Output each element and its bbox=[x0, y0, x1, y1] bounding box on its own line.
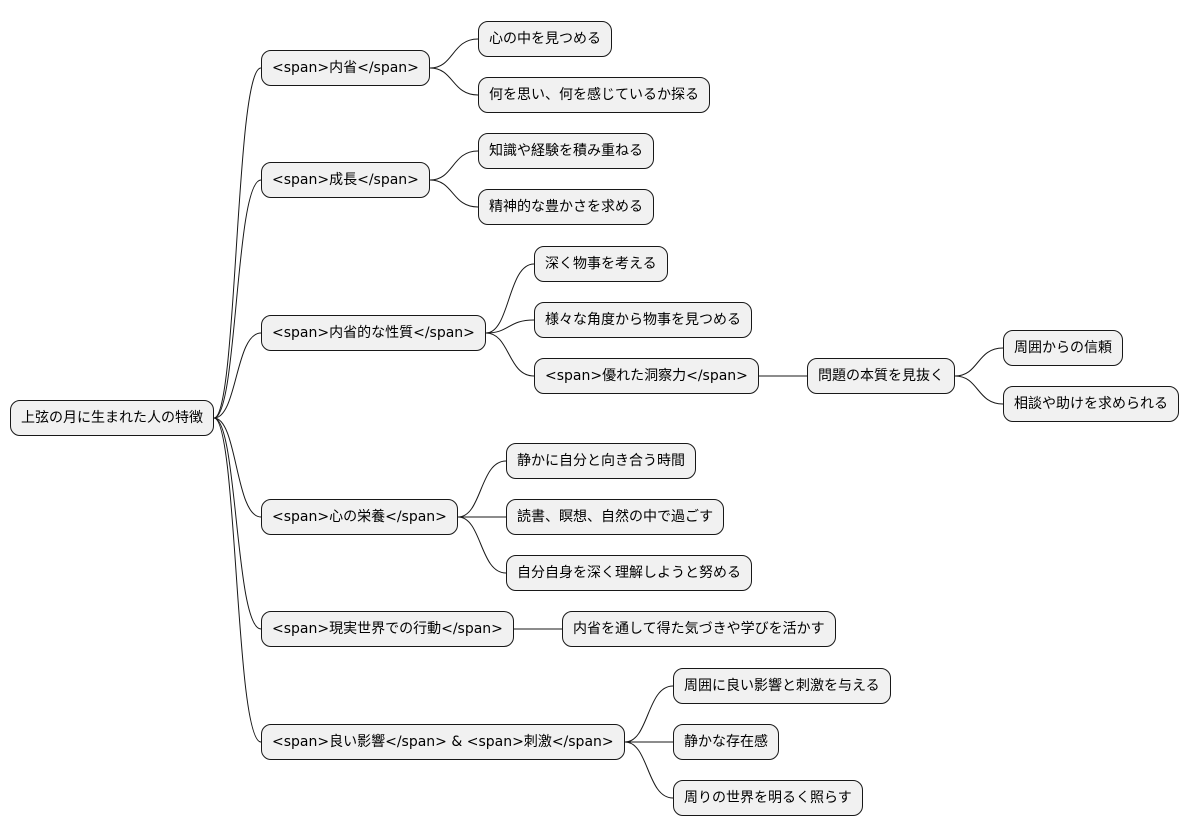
leaf-spiritual-richness: 精神的な豊かさを求める bbox=[478, 189, 654, 225]
connector-n-root-to-n-1 bbox=[213, 179, 262, 419]
connector-n-root-to-n-4 bbox=[213, 417, 262, 630]
leaf-self-understanding: 自分自身を深く理解しようと努める bbox=[506, 555, 752, 591]
leaf-trust: 周囲からの信頼 bbox=[1003, 330, 1123, 366]
connector-n-5-to-n-5-2 bbox=[624, 741, 674, 799]
leaf-look-inside: 心の中を見つめる bbox=[478, 21, 612, 57]
connector-n-root-to-n-3 bbox=[213, 417, 262, 518]
connector-n-2-to-n-2-0 bbox=[485, 263, 535, 334]
connector-n-2-to-n-2-1 bbox=[485, 319, 535, 334]
connector-n-3-to-n-3-0 bbox=[457, 460, 507, 518]
connector-n-2-2-0-to-n-2-2-0-0 bbox=[954, 347, 1004, 377]
branch-introspection: <span>内省</span> bbox=[261, 50, 430, 86]
leaf-think-deeply: 深く物事を考える bbox=[534, 246, 668, 282]
connector-n-2-to-n-2-2 bbox=[485, 332, 535, 377]
leaf-explore-feelings: 何を思い、何を感じているか探る bbox=[478, 77, 710, 113]
branch-introspective-nature: <span>内省的な性質</span> bbox=[261, 315, 486, 351]
leaf-accumulate-knowledge: 知識や経験を積み重ねる bbox=[478, 133, 654, 169]
connector-n-root-to-n-0 bbox=[213, 67, 262, 419]
branch-influence-stimulus: <span>良い影響</span> & <span>刺激</span> bbox=[261, 724, 625, 760]
connector-n-root-to-n-5 bbox=[213, 417, 262, 743]
leaf-consulted: 相談や助けを求められる bbox=[1003, 386, 1179, 422]
leaf-reading-meditation: 読書、瞑想、自然の中で過ごす bbox=[506, 499, 725, 535]
connector-n-1-to-n-1-1 bbox=[429, 179, 479, 208]
node-insight: <span>優れた洞察力</span> bbox=[534, 358, 759, 394]
connector-n-0-to-n-0-0 bbox=[429, 38, 479, 69]
leaf-brighten-world: 周りの世界を明るく照らす bbox=[673, 780, 863, 816]
connector-n-0-to-n-0-1 bbox=[429, 67, 479, 96]
leaf-quiet-presence: 静かな存在感 bbox=[673, 724, 779, 760]
node-see-essence: 問題の本質を見抜く bbox=[807, 358, 955, 394]
connector-n-5-to-n-5-0 bbox=[624, 685, 674, 743]
leaf-various-angles: 様々な角度から物事を見つめる bbox=[534, 302, 752, 338]
leaf-inspire-others: 周囲に良い影響と刺激を与える bbox=[673, 668, 891, 704]
root-node: 上弦の月に生まれた人の特徴 bbox=[10, 400, 214, 436]
connector-n-1-to-n-1-0 bbox=[429, 150, 479, 181]
connector-n-root-to-n-2 bbox=[213, 332, 262, 419]
branch-growth: <span>成長</span> bbox=[261, 162, 430, 198]
leaf-apply-insights: 内省を通して得た気づきや学びを活かす bbox=[562, 611, 836, 647]
connector-n-3-to-n-3-2 bbox=[457, 516, 507, 574]
leaf-quiet-time: 静かに自分と向き合う時間 bbox=[506, 443, 696, 479]
connector-n-2-2-0-to-n-2-2-0-1 bbox=[954, 375, 1004, 405]
branch-real-world-action: <span>現実世界での行動</span> bbox=[261, 611, 514, 647]
branch-mind-nourishment: <span>心の栄養</span> bbox=[261, 499, 458, 535]
